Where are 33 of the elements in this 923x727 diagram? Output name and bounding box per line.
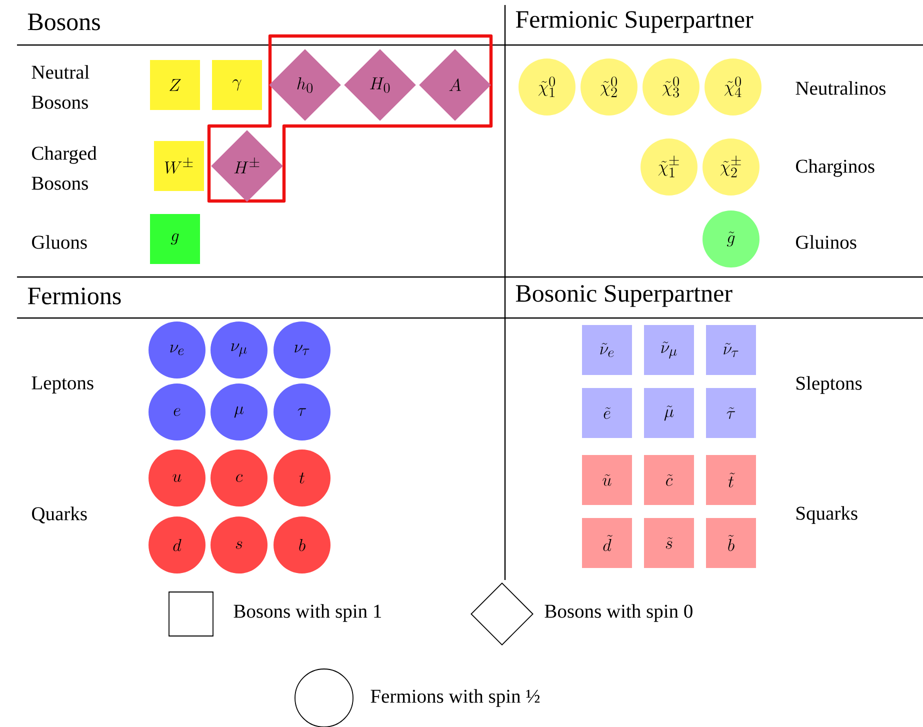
particle-box: $\tilde{u}$: [582, 455, 632, 505]
particle-box: $\tilde{s}$: [644, 518, 694, 568]
particle-box: $\gamma$: [212, 60, 262, 110]
particle-box: $W^\pm$: [154, 141, 204, 191]
section-heading: Bosons: [28, 14, 100, 30]
row-label: Charged Bosons: [32, 146, 97, 190]
legend-label: Fermions with spin ½: [370, 689, 540, 707]
particle-box: $\tilde{t}$: [706, 455, 756, 505]
particle-box: $\tilde{d}$: [582, 518, 632, 568]
particle-box: $g$: [150, 214, 200, 264]
row-label: Charginos: [796, 159, 874, 177]
legend-label: Bosons with spin 0: [544, 604, 692, 622]
row-label: Sleptons: [796, 376, 862, 394]
row-label: Squarks: [796, 506, 858, 524]
section-heading: Bosonic Superpartner: [516, 285, 732, 307]
particle-box: $\tilde{\nu}_\tau$: [706, 325, 756, 375]
particle-box: $\tilde{c}$: [644, 455, 694, 505]
particle-box: $\tilde{\nu}_e$: [582, 325, 632, 375]
particle-box: $Z$: [150, 60, 200, 110]
particle-box: $\tilde{b}$: [706, 518, 756, 568]
row-label: Gluons: [32, 235, 87, 249]
row-label: Neutralinos: [796, 81, 886, 95]
section-heading: Fermionic Superpartner: [516, 11, 754, 33]
row-label: Gluinos: [796, 235, 856, 249]
row-label: Neutral Bosons: [32, 65, 90, 109]
particle-box: $\tilde{\nu}_\mu$: [644, 325, 694, 375]
section-heading: Fermions: [28, 288, 121, 304]
particle-box: $\tilde{\mu}$: [644, 388, 694, 438]
legend-label: Bosons with spin 1: [234, 604, 382, 622]
particle-box: $\tilde{e}$: [582, 388, 632, 438]
particle-box: $\tilde{\tau}$: [706, 388, 756, 438]
row-label: Leptons: [32, 376, 94, 394]
row-label: Quarks: [32, 506, 87, 524]
